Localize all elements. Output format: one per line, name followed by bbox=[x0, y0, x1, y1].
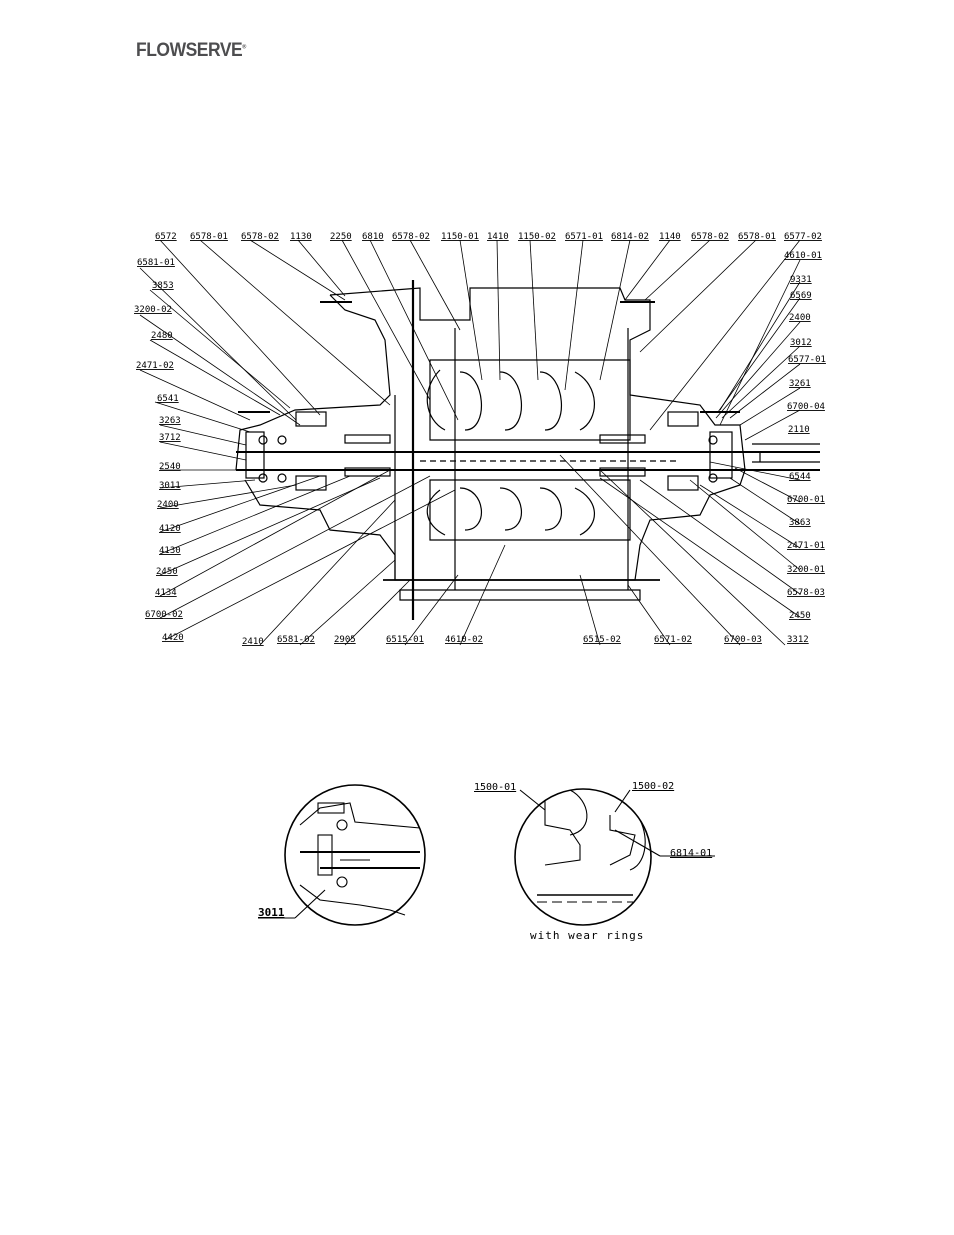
label-6541: 6541 bbox=[157, 394, 179, 404]
label-6578-02c: 6578-02 bbox=[691, 232, 729, 242]
label-6578-01: 6578-01 bbox=[190, 232, 228, 242]
detail-bearing-view: 3011 bbox=[258, 784, 426, 926]
label-3312: 3312 bbox=[787, 635, 809, 645]
label-3200-02: 3200-02 bbox=[134, 305, 172, 315]
label-6578-01b: 6578-01 bbox=[738, 232, 776, 242]
label-2410: 2410 bbox=[242, 637, 264, 647]
label-2471-01: 2471-01 bbox=[787, 541, 825, 551]
label-2400b: 2400 bbox=[789, 313, 811, 323]
label-2110: 2110 bbox=[788, 425, 810, 435]
label-2905: 2905 bbox=[334, 635, 356, 645]
detail-label-6814-01: 6814-01 bbox=[670, 848, 712, 859]
detail-caption: with wear rings bbox=[530, 929, 645, 942]
detail-label-1500-02: 1500-02 bbox=[632, 781, 674, 792]
label-6700-01: 6700-01 bbox=[787, 495, 825, 505]
label-3200-01: 3200-01 bbox=[787, 565, 825, 575]
label-2471-02: 2471-02 bbox=[136, 361, 174, 371]
label-3012: 3012 bbox=[790, 338, 812, 348]
label-6515-01: 6515-01 bbox=[386, 635, 424, 645]
label-3712: 3712 bbox=[159, 433, 181, 443]
logo-text: FLOWSERVE® bbox=[136, 40, 246, 61]
labels-left: 6581-01 3853 3200-02 2480 2471-02 6541 3… bbox=[134, 258, 184, 643]
label-6572: 6572 bbox=[155, 232, 177, 242]
label-6569: 6569 bbox=[790, 291, 812, 301]
label-2250: 2250 bbox=[330, 232, 352, 242]
label-6578-02b: 6578-02 bbox=[392, 232, 430, 242]
label-4420: 4420 bbox=[162, 633, 184, 643]
label-4120: 4120 bbox=[159, 524, 181, 534]
label-1130: 1130 bbox=[290, 232, 312, 242]
label-6515-02: 6515-02 bbox=[583, 635, 621, 645]
label-4610-02: 4610-02 bbox=[445, 635, 483, 645]
detail-label-1500-01: 1500-01 bbox=[474, 782, 516, 793]
label-3853: 3853 bbox=[152, 281, 174, 291]
label-6700-04: 6700-04 bbox=[787, 402, 825, 412]
label-1150-01: 1150-01 bbox=[441, 232, 479, 242]
label-3863: 3863 bbox=[789, 518, 811, 528]
label-1150-02: 1150-02 bbox=[518, 232, 556, 242]
label-2540: 2540 bbox=[159, 462, 181, 472]
label-6581-02: 6581-02 bbox=[277, 635, 315, 645]
detail-label-3011: 3011 bbox=[258, 906, 285, 919]
label-1410: 1410 bbox=[487, 232, 509, 242]
label-6814-02: 6814-02 bbox=[611, 232, 649, 242]
label-4130: 4130 bbox=[159, 546, 181, 556]
detail-wear-rings-view: 1500-01 1500-02 6814-01 bbox=[474, 781, 715, 926]
labels-top: 6572 6578-01 6578-02 1130 2250 6810 6578… bbox=[155, 232, 822, 242]
label-6581-01: 6581-01 bbox=[137, 258, 175, 268]
label-3011: 3011 bbox=[159, 481, 181, 491]
label-3261: 3261 bbox=[789, 379, 811, 389]
label-6578-03: 6578-03 bbox=[787, 588, 825, 598]
label-4134: 4134 bbox=[155, 588, 177, 598]
leader-lines bbox=[139, 239, 801, 646]
label-2450: 2450 bbox=[156, 567, 178, 577]
label-6577-01: 6577-01 bbox=[788, 355, 826, 365]
label-6544: 6544 bbox=[789, 472, 811, 482]
label-6577-02: 6577-02 bbox=[784, 232, 822, 242]
pump-cross-section bbox=[235, 280, 820, 620]
labels-right: 4610-01 9331 6569 2400 3012 6577-01 3261… bbox=[784, 251, 826, 621]
label-6571-01: 6571-01 bbox=[565, 232, 603, 242]
labels-bottom: 2410 6581-02 2905 6515-01 4610-02 6515-0… bbox=[242, 635, 809, 647]
flowserve-logo: FLOWSERVE® bbox=[136, 40, 246, 68]
label-9331: 9331 bbox=[790, 275, 812, 285]
label-2480: 2480 bbox=[151, 331, 173, 341]
label-6571-02: 6571-02 bbox=[654, 635, 692, 645]
label-3263: 3263 bbox=[159, 416, 181, 426]
label-6810: 6810 bbox=[362, 232, 384, 242]
label-6578-02: 6578-02 bbox=[241, 232, 279, 242]
label-6700-03: 6700-03 bbox=[724, 635, 762, 645]
label-2400: 2400 bbox=[157, 500, 179, 510]
label-1140: 1140 bbox=[659, 232, 681, 242]
label-6700-02: 6700-02 bbox=[145, 610, 183, 620]
label-2450b: 2450 bbox=[789, 611, 811, 621]
label-4610-01: 4610-01 bbox=[784, 251, 822, 261]
